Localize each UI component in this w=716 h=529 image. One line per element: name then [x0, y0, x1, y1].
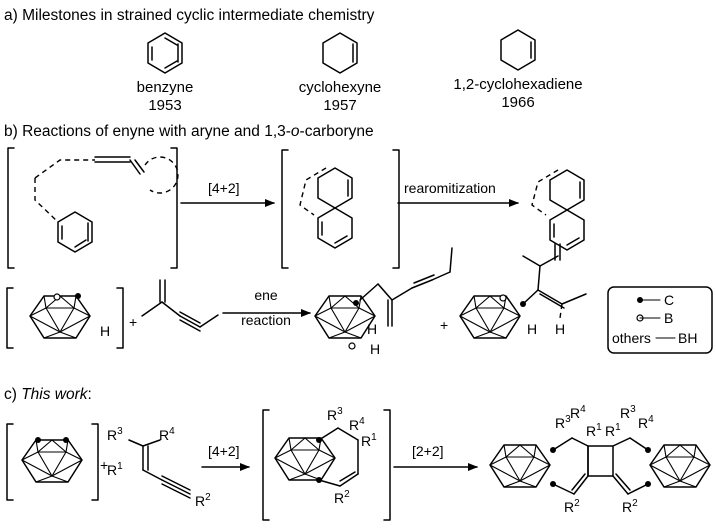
plus-sign-3: +: [100, 457, 108, 473]
legend-c-label: C: [664, 292, 674, 308]
aromatic-product: [531, 169, 585, 251]
r1-label-dimer-left: R1: [586, 422, 602, 439]
plus-sign-1: +: [129, 314, 137, 330]
cyclohexadiene-structure-icon: [500, 29, 536, 71]
milestone-name-cyclohexadiene: 1,2-cyclohexadiene: [453, 76, 582, 93]
r3-label-dimer-left: R3: [555, 414, 571, 431]
r3-label-adduct: R3: [327, 406, 343, 423]
r4-label-dimer-left: R4: [570, 404, 586, 421]
milestone-year-cyclohexyne: 1957: [323, 97, 356, 114]
section-c-title: c) This work:: [4, 386, 92, 403]
h-label-p2b: H: [555, 321, 565, 337]
legend-bh-label: BH: [678, 330, 697, 346]
enyne-aryne-reactant: [7, 147, 179, 269]
benzyne-structure-icon: [147, 32, 183, 74]
h-label-p1a: H: [367, 321, 377, 337]
arrow-ene-label-2: reaction: [241, 312, 291, 328]
section-a-title: a) Milestones in strained cyclic interme…: [4, 7, 375, 24]
h-label-reactant: H: [100, 323, 110, 339]
h-label-p1b: H: [370, 341, 380, 357]
plus-sign-2: +: [440, 317, 448, 333]
milestone-name-cyclohexyne: cyclohexyne: [299, 79, 382, 96]
h-label-p2a: H: [527, 321, 537, 337]
arrow-b2-label: rearomitization: [404, 180, 496, 196]
r4-label-reactant: R4: [159, 426, 175, 443]
milestone-year-benzyne: 1953: [148, 97, 181, 114]
arrow-b1-label: [4+2]: [208, 180, 240, 196]
legend-others-label: others: [612, 330, 651, 346]
enyne-reactant: [141, 279, 219, 332]
intermediate-structure: [281, 149, 400, 269]
r1-label-reactant: R1: [107, 461, 123, 478]
r4-label-dimer-right: R4: [638, 414, 654, 431]
r2-label-adduct: R2: [334, 489, 350, 506]
arrow-c1-label: [4+2]: [208, 443, 240, 459]
milestone-name-benzyne: benzyne: [137, 79, 194, 96]
r1-label-dimer-right: R1: [605, 422, 621, 439]
r4-label-adduct: R4: [349, 416, 365, 433]
carboryne-reactant-c: [6, 423, 99, 501]
r3-label-reactant: R3: [107, 426, 123, 443]
r1-label-adduct: R1: [361, 432, 377, 449]
cycloadduct-structure: [262, 409, 391, 521]
arrow-c2-label: [2+2]: [412, 443, 444, 459]
r2-label-dimer-right: R2: [622, 498, 638, 515]
r3-label-dimer-right: R3: [620, 404, 636, 421]
dimer-product: [489, 437, 711, 495]
atom-legend: [607, 286, 713, 354]
r2-label-reactant: R2: [195, 492, 211, 509]
ene-product-1: [314, 247, 453, 350]
cyclohexyne-structure-icon: [322, 32, 358, 74]
carboryne-reactant: [6, 287, 124, 349]
legend-b-label: B: [664, 310, 673, 326]
section-b-title: b) Reactions of enyne with aryne and 1,3…: [4, 123, 374, 140]
milestone-year-cyclohexadiene: 1966: [501, 94, 534, 111]
ene-product-2: [459, 243, 587, 339]
r2-label-dimer-left: R2: [564, 498, 580, 515]
enyne-reactant-c: [128, 439, 191, 499]
arrow-ene-label-1: ene: [254, 287, 278, 303]
